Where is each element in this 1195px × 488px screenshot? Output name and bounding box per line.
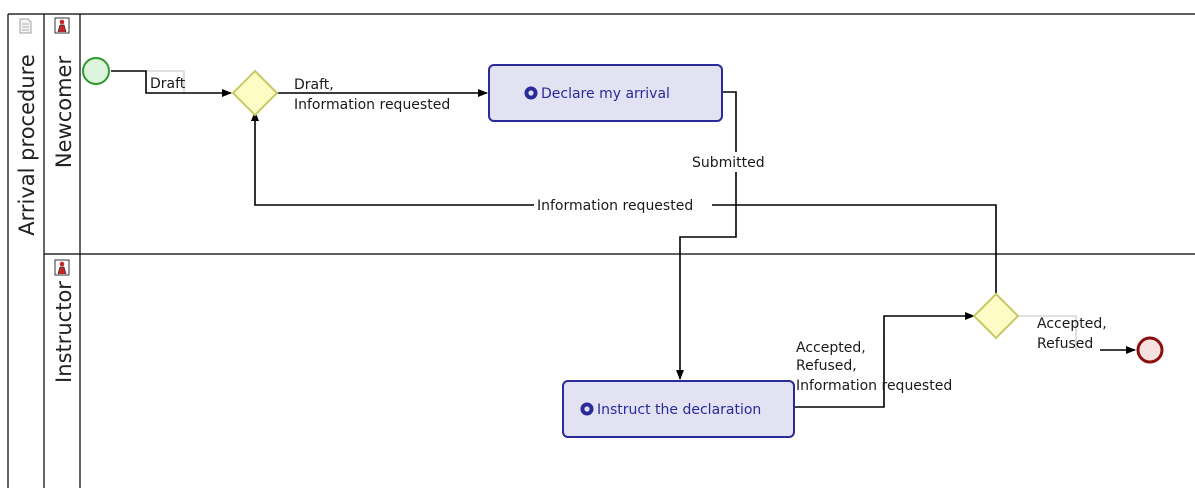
task-label: Declare my arrival [541,86,670,102]
pool-arrival-procedure[interactable] [7,13,1195,488]
flow-label-line: Refused, [796,358,857,374]
exclusive-gateway[interactable] [972,292,1020,340]
lane-title-instructor: Instructor [52,281,76,383]
document-icon [19,18,32,34]
actor-icon [54,259,70,276]
flow-label-accepted-refused-info: Accepted, Refused, Information requested [796,340,952,394]
flow-label-line: Accepted, [796,340,866,356]
flow-label-line: Draft, [294,77,334,93]
gear-icon [580,402,594,416]
flow-label-bg [534,196,712,215]
lane-title-newcomer: Newcomer [52,56,76,169]
flow-label-draft: Draft [150,76,186,92]
flow-label-line: Refused [1037,336,1093,352]
sequence-flow-to-end[interactable] [1018,315,1136,354]
task-label: Instruct the declaration [597,402,761,418]
task-instruct-the-declaration[interactable]: Instruct the declaration [562,380,795,438]
pool-title: Arrival procedure [15,54,39,235]
sequence-flow-to-decision[interactable] [794,312,975,408]
flow-label-line: Information requested [796,378,952,394]
flow-label-bg [690,152,778,172]
flow-label-submitted: Submitted [692,155,765,171]
flow-label-information-requested: Information requested [537,198,693,214]
flow-label-line: Information requested [294,97,450,113]
end-event[interactable] [1136,336,1164,364]
sequence-flow-draft[interactable] [111,70,232,97]
flow-label-line: Accepted, [1037,316,1107,332]
start-event[interactable] [82,57,110,85]
flow-label-accepted-refused: Accepted, Refused [1037,316,1111,352]
flow-label-draft-info-requested: Draft, Information requested [294,77,450,113]
actor-icon [54,17,70,34]
gear-icon [524,86,538,100]
exclusive-gateway[interactable] [231,69,279,117]
sequence-flow-submitted[interactable] [676,91,737,380]
task-declare-my-arrival[interactable]: Declare my arrival [488,64,723,122]
